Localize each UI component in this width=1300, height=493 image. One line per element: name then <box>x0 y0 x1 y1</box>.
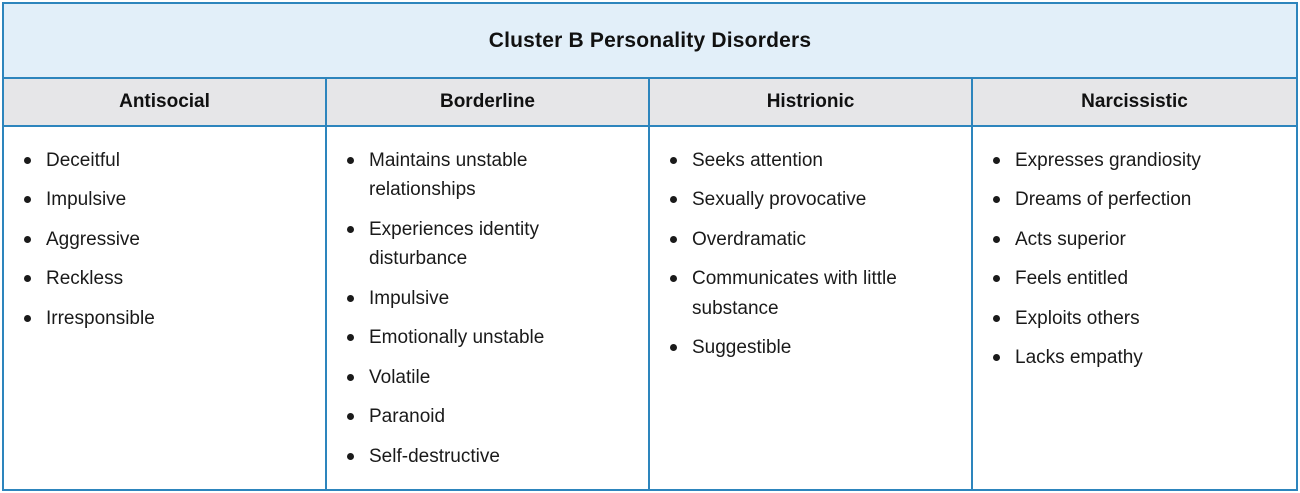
trait-item: Volatile <box>343 363 636 392</box>
trait-item-label: Irresponsible <box>46 307 155 329</box>
trait-item-label: Self-destructive <box>369 445 500 467</box>
bullet-icon <box>24 196 31 204</box>
trait-item: Impulsive <box>343 284 636 313</box>
column-header-antisocial: Antisocial <box>4 79 327 125</box>
trait-item-label: Sexually provocative <box>692 189 867 211</box>
trait-item: Aggressive <box>20 225 313 254</box>
bullet-icon <box>670 275 677 283</box>
bullet-icon <box>347 334 354 342</box>
trait-item: Reckless <box>20 264 313 293</box>
bullet-icon <box>347 157 354 164</box>
column-header-borderline: Borderline <box>327 79 650 125</box>
bullet-icon <box>670 235 677 243</box>
bullet-icon <box>993 196 1000 204</box>
trait-item-label: Emotionally unstable <box>369 327 545 349</box>
bullet-icon <box>347 452 354 460</box>
bullet-icon <box>993 157 1000 164</box>
trait-item-label: Overdramatic <box>692 228 807 250</box>
trait-item: Emotionally unstable <box>343 323 636 352</box>
trait-item-label: Experiences identity disturbance <box>369 218 540 270</box>
trait-item-label: Maintains unstable relationships <box>369 150 528 201</box>
trait-item-label: Seeks attention <box>692 150 823 171</box>
trait-item-label: Feels entitled <box>1015 268 1129 290</box>
bullet-icon <box>993 354 1000 362</box>
trait-item-label: Impulsive <box>46 189 127 211</box>
trait-item-label: Acts superior <box>1015 228 1126 250</box>
trait-item: Suggestible <box>666 333 959 362</box>
bullet-icon <box>24 314 31 322</box>
trait-item: Maintains unstable relationships <box>343 146 636 205</box>
trait-item-label: Aggressive <box>46 228 140 250</box>
bullet-icon <box>670 157 677 164</box>
trait-item: Paranoid <box>343 402 636 431</box>
trait-item: Feels entitled <box>989 264 1284 293</box>
table-title-row: Cluster B Personality Disorders <box>4 4 1296 79</box>
trait-item: Dreams of perfection <box>989 185 1284 214</box>
trait-item: Overdramatic <box>666 225 959 254</box>
bullet-icon <box>993 235 1000 243</box>
trait-item-label: Communicates with little substance <box>692 268 897 319</box>
trait-item: Deceitful <box>20 146 313 175</box>
table-title: Cluster B Personality Disorders <box>488 28 812 52</box>
bullet-icon <box>24 235 31 243</box>
bullet-icon <box>24 157 31 164</box>
trait-item: Lacks empathy <box>989 343 1284 372</box>
column-header-histrionic: Histrionic <box>650 79 973 125</box>
trait-item-label: Exploits others <box>1015 307 1140 329</box>
bullet-icon <box>993 275 1000 283</box>
trait-item-label: Reckless <box>46 268 124 290</box>
bullet-icon <box>993 314 1000 322</box>
trait-item: Acts superior <box>989 225 1284 254</box>
trait-item: Seeks attention <box>666 146 959 175</box>
bullet-icon <box>670 196 677 204</box>
trait-item: Self-destructive <box>343 442 636 471</box>
trait-item: Irresponsible <box>20 304 313 333</box>
trait-item-label: Paranoid <box>369 406 446 428</box>
trait-item-label: Deceitful <box>46 150 120 171</box>
trait-item: Expresses grandiosity <box>989 146 1284 175</box>
bullet-icon <box>347 294 354 302</box>
trait-item-label: Dreams of perfection <box>1015 189 1192 211</box>
trait-item-label: Expresses grandiosity <box>1015 150 1201 171</box>
bullet-icon <box>347 225 354 233</box>
bullet-icon <box>347 413 354 421</box>
trait-item-label: Volatile <box>369 366 431 388</box>
trait-item: Impulsive <box>20 185 313 214</box>
trait-item: Experiences identity disturbance <box>343 215 636 274</box>
trait-item-label: Impulsive <box>369 287 450 309</box>
bullet-icon <box>24 275 31 283</box>
trait-item: Sexually provocative <box>666 185 959 214</box>
bullet-icon <box>347 373 354 381</box>
column-header-row: Antisocial Borderline Histrionic Narciss… <box>4 79 1296 127</box>
column-header-narcissistic: Narcissistic <box>1081 91 1188 112</box>
trait-item: Exploits others <box>989 304 1284 333</box>
trait-item-label: Suggestible <box>692 337 792 359</box>
trait-item: Communicates with little substance <box>666 264 959 323</box>
trait-item-label: Lacks empathy <box>1015 347 1143 369</box>
bullet-icon <box>670 344 677 352</box>
